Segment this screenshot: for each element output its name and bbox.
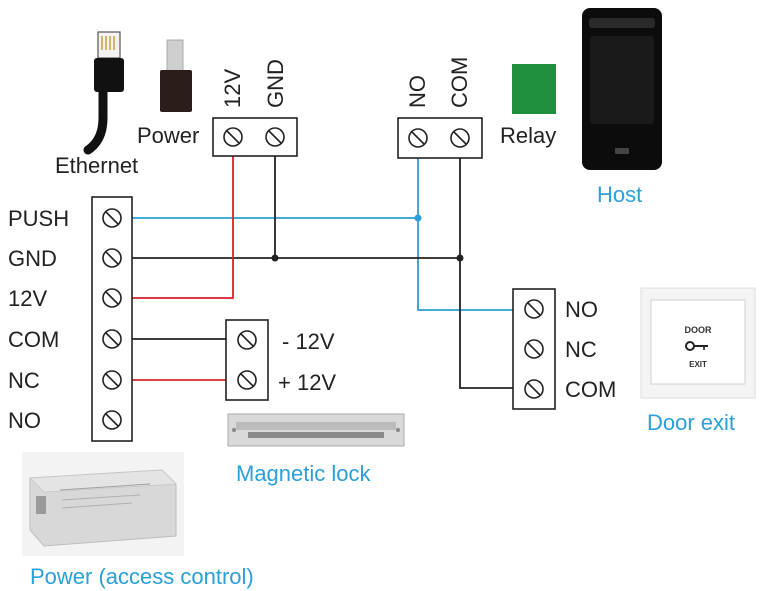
exit-label-com: COM bbox=[565, 377, 616, 402]
terminal-label-gnd: GND bbox=[8, 246, 57, 271]
wire-12v bbox=[130, 152, 234, 299]
host-label: Host bbox=[597, 182, 642, 207]
lock-terminal-block bbox=[225, 319, 269, 401]
relay-com-label: COM bbox=[447, 57, 472, 108]
ethernet-label: Ethernet bbox=[55, 153, 138, 178]
power-label: Power bbox=[137, 123, 199, 148]
magnetic-lock-image bbox=[227, 413, 405, 447]
junction-dot bbox=[456, 254, 464, 262]
exit-button-door-text: DOOR bbox=[685, 325, 713, 335]
power-gnd-label: GND bbox=[263, 59, 288, 108]
wire-push bbox=[130, 217, 515, 311]
terminal-label-push: PUSH bbox=[8, 206, 69, 231]
power-terminal-block bbox=[212, 117, 298, 157]
junction-dot bbox=[271, 254, 279, 262]
power-access-control-label: Power (access control) bbox=[30, 564, 254, 589]
junction-dot bbox=[414, 214, 422, 222]
terminal-label-no: NO bbox=[8, 408, 41, 433]
key-icon bbox=[685, 341, 708, 351]
wires bbox=[130, 152, 515, 389]
power-supply-box-image bbox=[22, 452, 184, 556]
relay-icon bbox=[512, 64, 556, 114]
relay-terminal-block bbox=[397, 117, 483, 159]
controller-terminal-block bbox=[91, 196, 133, 442]
door-exit-label: Door exit bbox=[647, 410, 735, 435]
magnetic-lock-label: Magnetic lock bbox=[236, 461, 372, 486]
exit-label-no: NO bbox=[565, 297, 598, 322]
terminal-label-nc: NC bbox=[8, 368, 40, 393]
ethernet-plug-icon bbox=[83, 31, 124, 155]
exit-label-nc: NC bbox=[565, 337, 597, 362]
relay-no-label: NO bbox=[405, 75, 430, 108]
lock-minus-label: - 12V bbox=[282, 329, 335, 354]
lock-plus-label: + 12V bbox=[278, 370, 336, 395]
relay-label: Relay bbox=[500, 123, 556, 148]
exit-button-exit-text: EXIT bbox=[689, 360, 707, 369]
exit-terminal-block bbox=[512, 288, 556, 410]
access-reader-device bbox=[582, 8, 662, 170]
dc-plug-icon bbox=[160, 39, 192, 112]
power-12v-label: 12V bbox=[220, 69, 245, 108]
terminal-label-com: COM bbox=[8, 327, 59, 352]
wire-com-relay bbox=[459, 152, 515, 389]
terminal-label-12v: 12V bbox=[8, 286, 47, 311]
door-exit-button-image: DOOR EXIT bbox=[640, 287, 756, 399]
